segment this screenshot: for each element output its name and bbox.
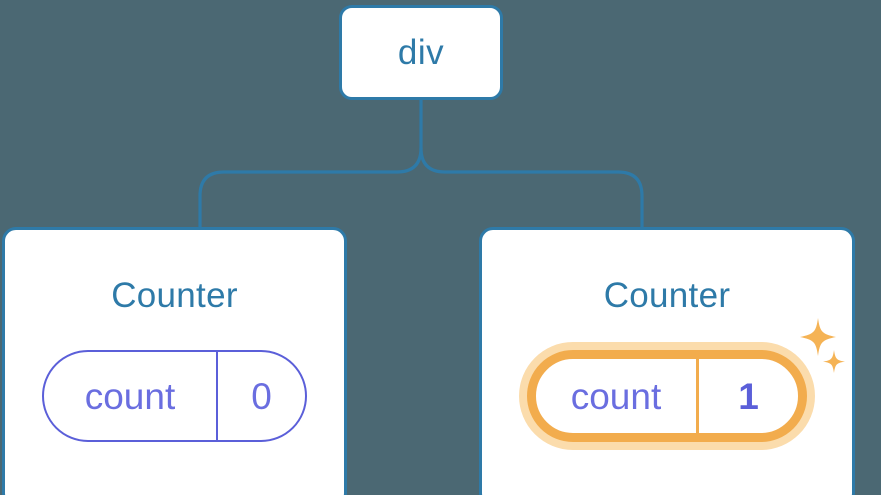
root-node-label: div — [397, 33, 445, 72]
component-title: Counter — [603, 276, 731, 315]
tree-node-root[interactable]: div — [339, 5, 503, 100]
state-key: count — [44, 352, 218, 440]
state-value: 0 — [251, 375, 272, 417]
component-card-counter-right[interactable]: Counter count 1 — [479, 227, 855, 495]
state-pill-container: count 1 — [482, 350, 852, 442]
state-key: count — [536, 359, 699, 433]
state-pill[interactable]: count 0 — [42, 350, 307, 442]
component-title: Counter — [111, 276, 238, 315]
state-value: 1 — [738, 375, 759, 417]
state-pill-container: count 0 — [5, 350, 344, 442]
component-card-counter-left[interactable]: Counter count 0 — [2, 227, 347, 495]
state-pill-highlighted[interactable]: count 1 — [527, 350, 807, 442]
